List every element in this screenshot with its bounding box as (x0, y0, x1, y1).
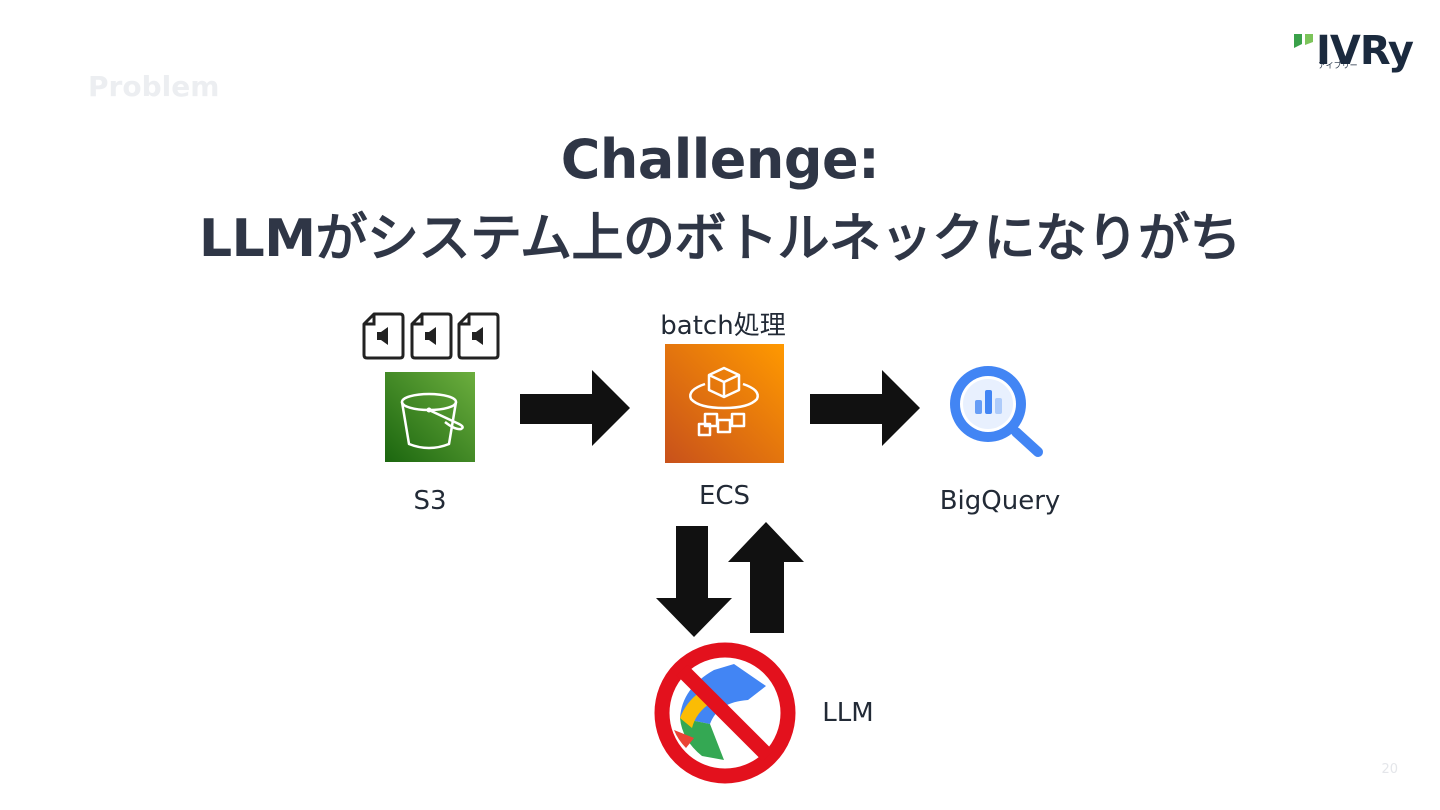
audio-file-icon (362, 312, 405, 360)
section-label: Problem (88, 70, 220, 103)
logo-subtext: アイブリー (1318, 61, 1358, 70)
slide-title-line2: LLMがシステム上のボトルネックになりがち (199, 209, 1241, 269)
ecs-fargate-icon (665, 344, 784, 463)
audio-files-group (362, 312, 500, 360)
audio-file-icon (457, 312, 500, 360)
s3-bucket-icon (385, 372, 475, 462)
bigquery-label: BigQuery (939, 486, 1061, 516)
page-number: 20 (1381, 762, 1398, 777)
llm-prohibited-icon (654, 642, 796, 784)
llm-label: LLM (822, 698, 874, 728)
logo-mark-icon (1294, 34, 1313, 48)
audio-file-icon (410, 312, 453, 360)
bigquery-icon (950, 366, 1043, 457)
ecs-label: ECS (698, 481, 751, 511)
arrow-right-icon (810, 370, 920, 446)
arrow-right-icon (520, 370, 630, 446)
arrow-down-icon (656, 526, 732, 637)
logo-text: IVRy (1316, 28, 1414, 74)
slide-title-line1: Challenge: (560, 128, 880, 191)
s3-label: S3 (413, 486, 447, 516)
arrow-up-icon (728, 522, 804, 633)
ecs-caption: batch処理 (660, 311, 786, 341)
